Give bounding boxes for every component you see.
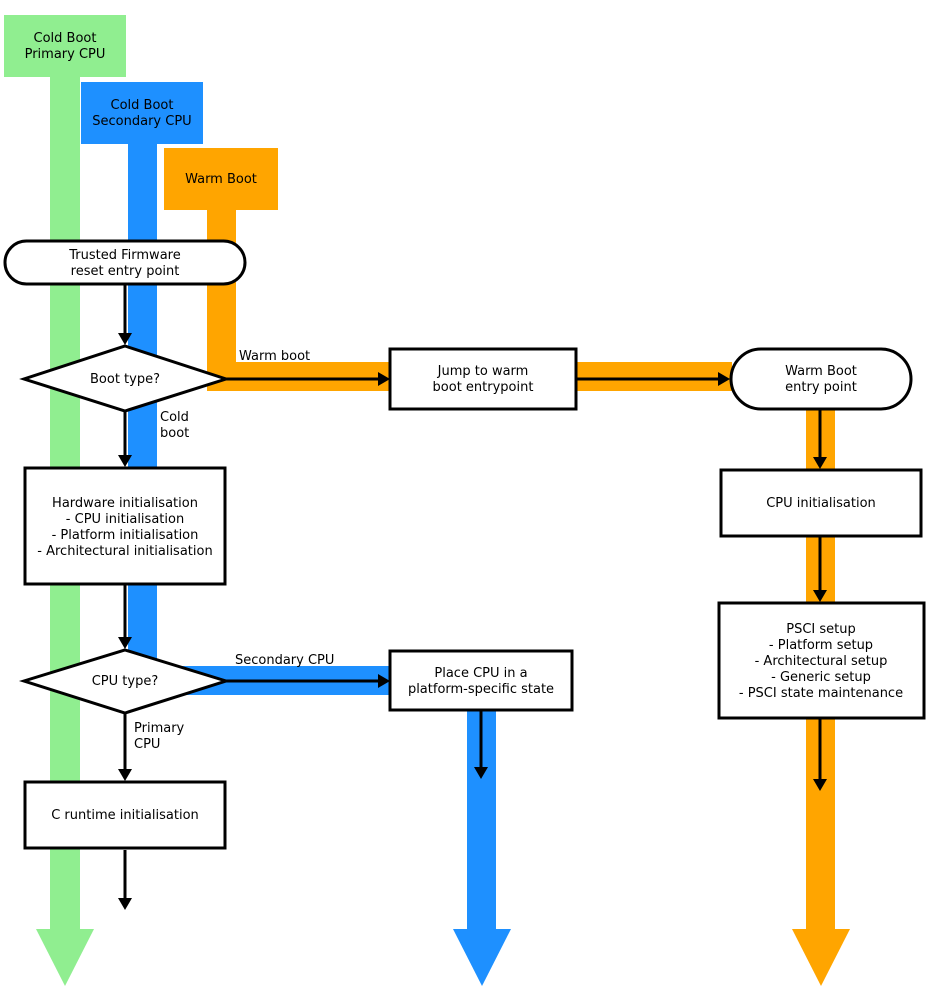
hw-init-label-line4: - Architectural initialisation: [37, 544, 212, 559]
warm-lane-header: [164, 148, 278, 210]
secondary-lane-title-line2: Secondary CPU: [92, 114, 191, 129]
jump-warm-process: Jump to warm boot entrypoint: [388, 347, 578, 411]
psci-setup-process: PSCI setup - Platform setup - Architectu…: [717, 601, 926, 720]
arrowhead-place-cpu-down: [474, 767, 488, 779]
reset-entry-label-line1: Trusted Firmware: [68, 248, 180, 263]
place-cpu-process: Place CPU in a platform-specific state: [388, 649, 574, 712]
c-runtime-process: C runtime initialisation: [23, 780, 227, 850]
warm-entry-label-line2: entry point: [785, 380, 857, 395]
reset-entry-label-line2: reset entry point: [71, 264, 180, 279]
c-runtime-label: C runtime initialisation: [51, 808, 199, 823]
edge-label-secondary-cpu: Secondary CPU: [235, 653, 334, 668]
place-cpu-label-line2: platform-specific state: [408, 682, 554, 697]
jump-warm-label-line1: Jump to warm: [437, 364, 529, 379]
psci-setup-label-line4: - Generic setup: [771, 670, 871, 685]
warm-lane-arrowhead: [792, 929, 850, 986]
arrowhead-to-warm-entry: [718, 372, 730, 386]
place-cpu-label-line1: Place CPU in a: [434, 666, 527, 681]
hw-init-label-line1: Hardware initialisation: [52, 496, 198, 511]
cpu-type-label: CPU type?: [92, 674, 159, 689]
arrowhead-reset-to-boot-type: [118, 333, 132, 345]
primary-lane-arrowhead: [36, 929, 94, 986]
arrowhead-to-hw-init: [118, 455, 132, 467]
secondary-lane-arrowhead: [453, 929, 511, 986]
secondary-lane-header: [81, 82, 203, 144]
edge-label-primary-cpu-line2: CPU: [134, 737, 160, 752]
arrowhead-to-jump-warm: [378, 372, 390, 386]
hw-init-label-line2: - CPU initialisation: [66, 512, 184, 527]
edge-label-primary-cpu-line1: Primary: [134, 721, 185, 736]
primary-lane-title-line2: Primary CPU: [25, 47, 106, 62]
arrowhead-to-cpu-init: [813, 457, 827, 469]
primary-lane-title-line1: Cold Boot: [34, 31, 97, 46]
boot-type-decision: Boot type?: [19, 344, 231, 413]
hw-init-process: Hardware initialisation - CPU initialisa…: [23, 466, 227, 586]
warm-entry-terminator: Warm Boot entry point: [729, 347, 913, 411]
warm-lane-title: Warm Boot: [185, 172, 257, 187]
secondary-lane-title-line1: Cold Boot: [111, 98, 174, 113]
arrowhead-c-runtime-down: [118, 898, 132, 910]
arrowhead-psci-down: [813, 779, 827, 791]
connectors: [123, 284, 822, 901]
edge-label-cold-boot-line2: boot: [160, 426, 189, 441]
warm-entry-label-line1: Warm Boot: [785, 364, 857, 379]
arrowheads: [118, 333, 827, 910]
edge-label-warm-boot: Warm boot: [239, 349, 310, 364]
arrowhead-to-place-cpu: [378, 674, 390, 688]
primary-lane-header: [4, 15, 126, 77]
hw-init-label-line3: - Platform initialisation: [52, 528, 199, 543]
cpu-init-process: CPU initialisation: [719, 468, 923, 538]
psci-setup-label-line1: PSCI setup: [786, 622, 856, 637]
boot-type-label: Boot type?: [90, 372, 160, 387]
cpu-init-label: CPU initialisation: [766, 496, 876, 511]
psci-setup-label-line3: - Architectural setup: [755, 654, 888, 669]
psci-setup-label-line2: - Platform setup: [769, 638, 873, 653]
cpu-type-decision: CPU type?: [18, 648, 232, 715]
arrowhead-to-psci: [813, 590, 827, 602]
edge-label-cold-boot-line1: Cold: [160, 410, 189, 425]
psci-setup-label-line5: - PSCI state maintenance: [739, 686, 903, 701]
arrowhead-to-c-runtime: [118, 769, 132, 781]
arrowhead-to-cpu-type: [118, 637, 132, 649]
reset-entry-terminator: Trusted Firmware reset entry point: [3, 239, 247, 286]
jump-warm-label-line2: boot entrypoint: [433, 380, 534, 395]
